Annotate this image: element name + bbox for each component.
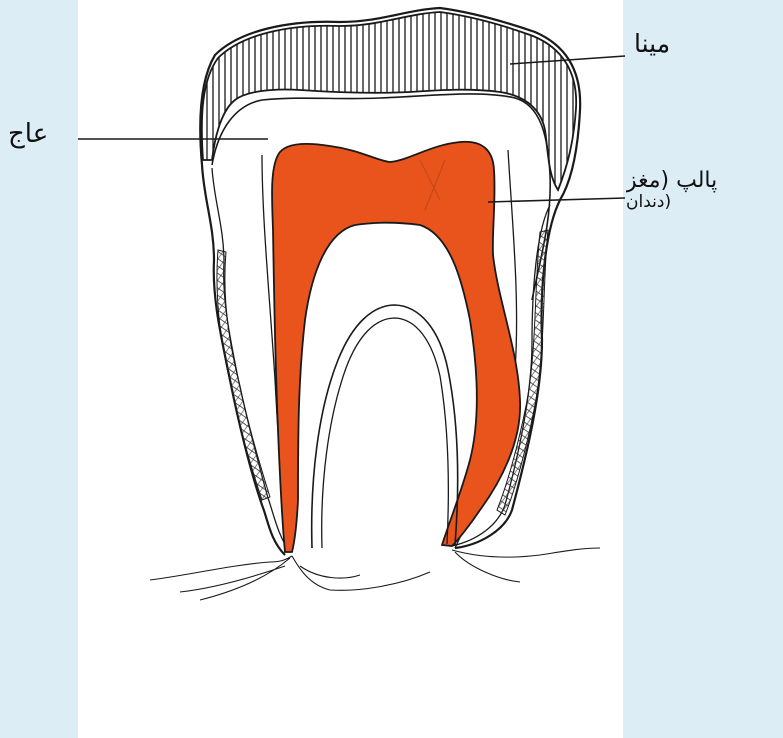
pulp-leader [488, 198, 625, 202]
label-pulp-line2: دندان) [626, 193, 783, 213]
pulp-chamber [272, 142, 520, 552]
gum-lines [150, 548, 600, 600]
label-pulp-line1: پالپ (مغز [626, 168, 717, 193]
label-dentin: عاج [8, 120, 48, 150]
cementum-left [217, 250, 270, 500]
label-pulp: پالپ (مغز دندان) [626, 168, 783, 213]
furcation-outline [312, 305, 458, 548]
label-enamel: مینا [634, 30, 670, 59]
